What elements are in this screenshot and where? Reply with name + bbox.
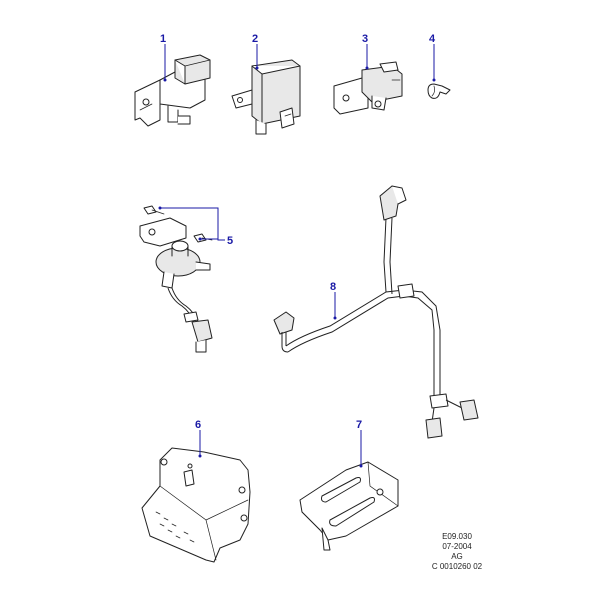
callout-6-label: 6 <box>195 419 201 431</box>
callout-2: 2 <box>252 33 259 70</box>
reference-block: E09.030 07-2004 AG C 0010260 02 <box>417 532 497 572</box>
reference-code: E09.030 <box>442 532 472 541</box>
callout-1-label: 1 <box>160 33 166 45</box>
part-6-mounting-plate[interactable] <box>141 447 251 563</box>
reference-region: AG <box>451 552 463 561</box>
callout-4-label: 4 <box>429 33 436 45</box>
part-7-slotted-bracket[interactable] <box>299 461 399 551</box>
part-2-control-module[interactable] <box>231 59 301 135</box>
part-5-vacuum-valve[interactable] <box>139 205 213 353</box>
reference-catalog: C 0010260 02 <box>431 562 483 571</box>
callout-3-label: 3 <box>362 33 368 45</box>
callout-7-label: 7 <box>356 419 362 431</box>
reference-date: 07-2004 <box>442 542 472 551</box>
callout-5: 5 <box>158 206 233 247</box>
part-1-solenoid-valve[interactable] <box>134 54 211 127</box>
callout-1: 1 <box>160 33 167 82</box>
callout-6: 6 <box>195 419 202 458</box>
part-3-sensor[interactable] <box>333 61 403 115</box>
callout-2-label: 2 <box>252 33 258 45</box>
callout-3: 3 <box>362 33 369 70</box>
callout-8: 8 <box>330 281 337 320</box>
callout-7: 7 <box>356 419 363 468</box>
part-4-clip[interactable] <box>427 83 451 99</box>
part-8-wiring-harness[interactable] <box>273 185 479 439</box>
callout-8-label: 8 <box>330 281 336 293</box>
callout-5-label: 5 <box>227 235 233 247</box>
callout-4: 4 <box>429 33 436 82</box>
